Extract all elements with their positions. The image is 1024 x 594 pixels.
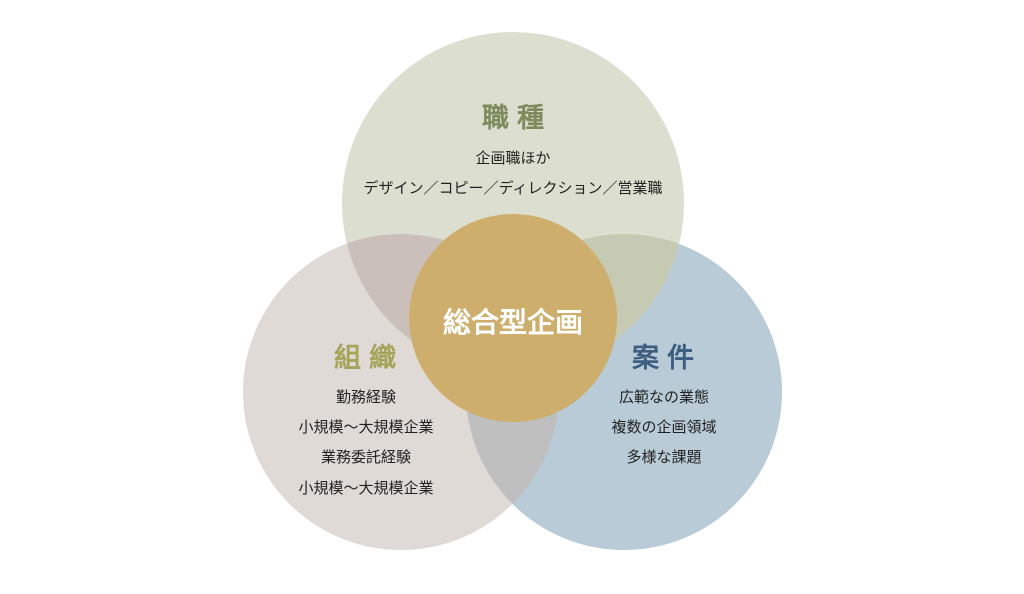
left-line: 業務委託経験	[320, 448, 412, 466]
left-line: 小規模〜大規模企業	[298, 479, 434, 497]
left-line: 小規模〜大規模企業	[298, 418, 434, 436]
top-title: 職種	[482, 103, 552, 134]
circle-center	[409, 214, 617, 422]
center-label: 総合型企画	[442, 306, 584, 339]
right-line: 広範なの業態	[618, 388, 710, 406]
right-title: 案件	[632, 343, 702, 374]
right-line: 多様な課題	[626, 448, 702, 466]
left-title: 組織	[334, 343, 404, 374]
top-line: 企画職ほか	[475, 149, 551, 167]
top-line: デザイン／コピー／ディレクション／営業職	[363, 179, 663, 197]
right-line: 複数の企画領域	[611, 418, 717, 436]
left-line: 勤務経験	[335, 388, 397, 406]
